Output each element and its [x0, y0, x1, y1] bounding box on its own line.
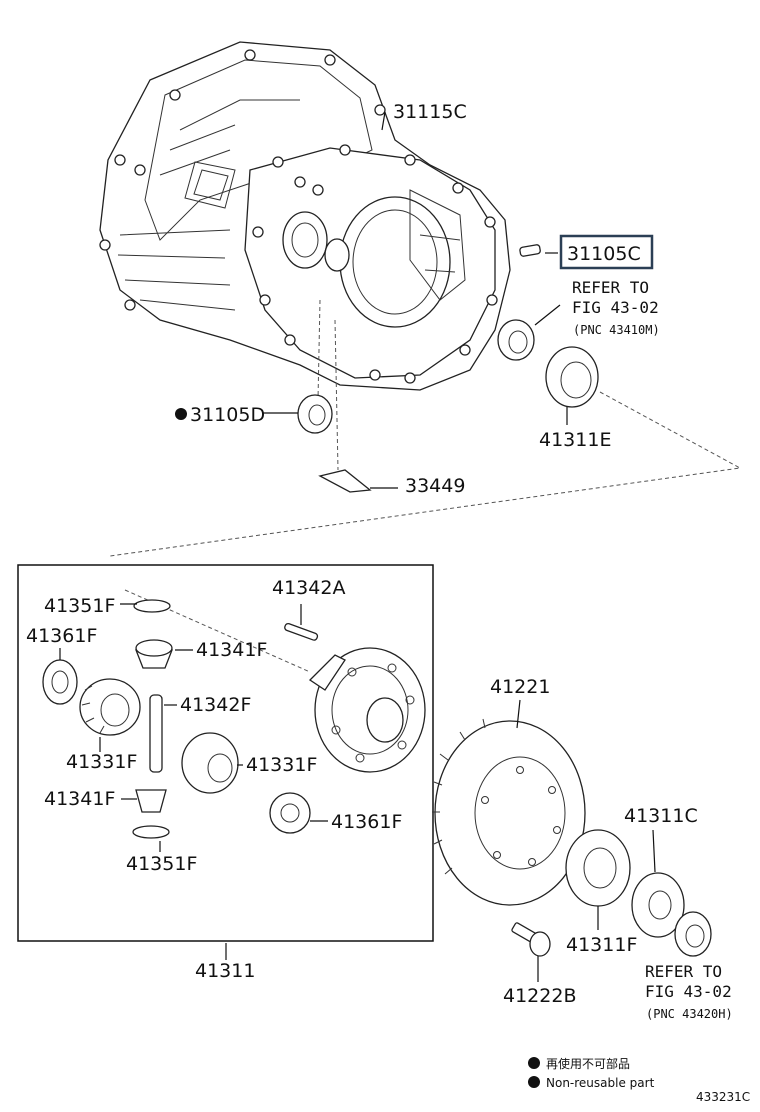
label-41361f-left[interactable]: 41361F [26, 625, 97, 647]
ref-bottom-line1[interactable]: REFER TO [645, 962, 722, 981]
label-41351f-bottom[interactable]: 41351F [126, 853, 197, 875]
label-31105d[interactable]: 31105D [190, 404, 265, 426]
part-differential-case[interactable] [308, 647, 426, 773]
legend-bullet-english [528, 1076, 540, 1088]
part-41331f-side-gear-right[interactable] [181, 732, 239, 794]
part-33449-plate[interactable] [318, 469, 372, 493]
part-oil-seal-upper[interactable] [497, 319, 535, 361]
label-41311[interactable]: 41311 [195, 960, 255, 982]
label-41342a[interactable]: 41342A [272, 577, 345, 599]
label-41361f-right[interactable]: 41361F [331, 811, 402, 833]
label-41351f-top[interactable]: 41351F [44, 595, 115, 617]
part-41361f-washer-left[interactable] [42, 659, 78, 705]
part-labels: 31115C 31105C 31105D 41311E 33449 REFER … [26, 101, 733, 1021]
ref-top-pnc: (PNC 43410M) [573, 323, 660, 337]
ref-bottom-line2[interactable]: FIG 43-02 [645, 982, 732, 1001]
part-41351f-washer-top[interactable] [133, 599, 171, 613]
label-31105c[interactable]: 31105C [567, 243, 641, 265]
assembly-guide-lines [109, 299, 742, 673]
ref-bottom-pnc: (PNC 43420H) [646, 1007, 733, 1021]
differential-assembly-box [17, 564, 434, 942]
figure-code: 433231C [696, 1090, 750, 1104]
part-31105d-seal[interactable] [297, 394, 333, 434]
ref-top-line1[interactable]: REFER TO [572, 278, 649, 297]
leader-lines [59, 111, 656, 982]
label-33449[interactable]: 33449 [405, 475, 465, 497]
part-41342a-pin[interactable] [284, 622, 319, 641]
label-41341f-bottom[interactable]: 41341F [44, 788, 115, 810]
part-41311f-bearing[interactable] [565, 829, 631, 907]
part-41221-ring-gear[interactable] [432, 718, 586, 906]
part-41222b-bolt[interactable] [511, 922, 551, 957]
ref-top-line2[interactable]: FIG 43-02 [572, 298, 659, 317]
part-41331f-side-gear-left[interactable] [79, 678, 141, 736]
label-41342f[interactable]: 41342F [180, 694, 251, 716]
label-41222b[interactable]: 41222B [503, 985, 576, 1007]
label-41311e[interactable]: 41311E [539, 429, 611, 451]
label-41311c[interactable]: 41311C [624, 805, 698, 827]
label-31115c[interactable]: 31115C [393, 101, 467, 123]
part-31105c-pin[interactable] [519, 244, 541, 257]
part-41311c-shim[interactable] [631, 872, 685, 938]
label-41221[interactable]: 41221 [490, 676, 550, 698]
differential-parts [42, 599, 426, 839]
label-41331f-right[interactable]: 41331F [246, 754, 317, 776]
part-41361f-washer-right[interactable] [269, 792, 311, 834]
label-41311f[interactable]: 41311F [566, 934, 637, 956]
part-41341f-pinion-bottom[interactable] [135, 789, 167, 813]
part-41342f-shaft[interactable] [149, 694, 163, 773]
part-bearing-cup-lower[interactable] [674, 911, 712, 957]
non-reusable-marker-31105d [175, 408, 187, 420]
label-41331f-left[interactable]: 41331F [66, 751, 137, 773]
legend-bullet-japanese [528, 1057, 540, 1069]
part-41311e-bearing[interactable] [545, 346, 599, 408]
label-41341f-top[interactable]: 41341F [196, 639, 267, 661]
label-31105c-highlight [559, 234, 654, 270]
legend: 再使用不可部品 Non-reusable part [528, 1056, 655, 1090]
part-41351f-washer-bottom[interactable] [132, 825, 170, 839]
transaxle-case-drawing [99, 41, 511, 391]
legend-japanese: 再使用不可部品 [546, 1056, 630, 1071]
legend-english: Non-reusable part [546, 1076, 655, 1090]
